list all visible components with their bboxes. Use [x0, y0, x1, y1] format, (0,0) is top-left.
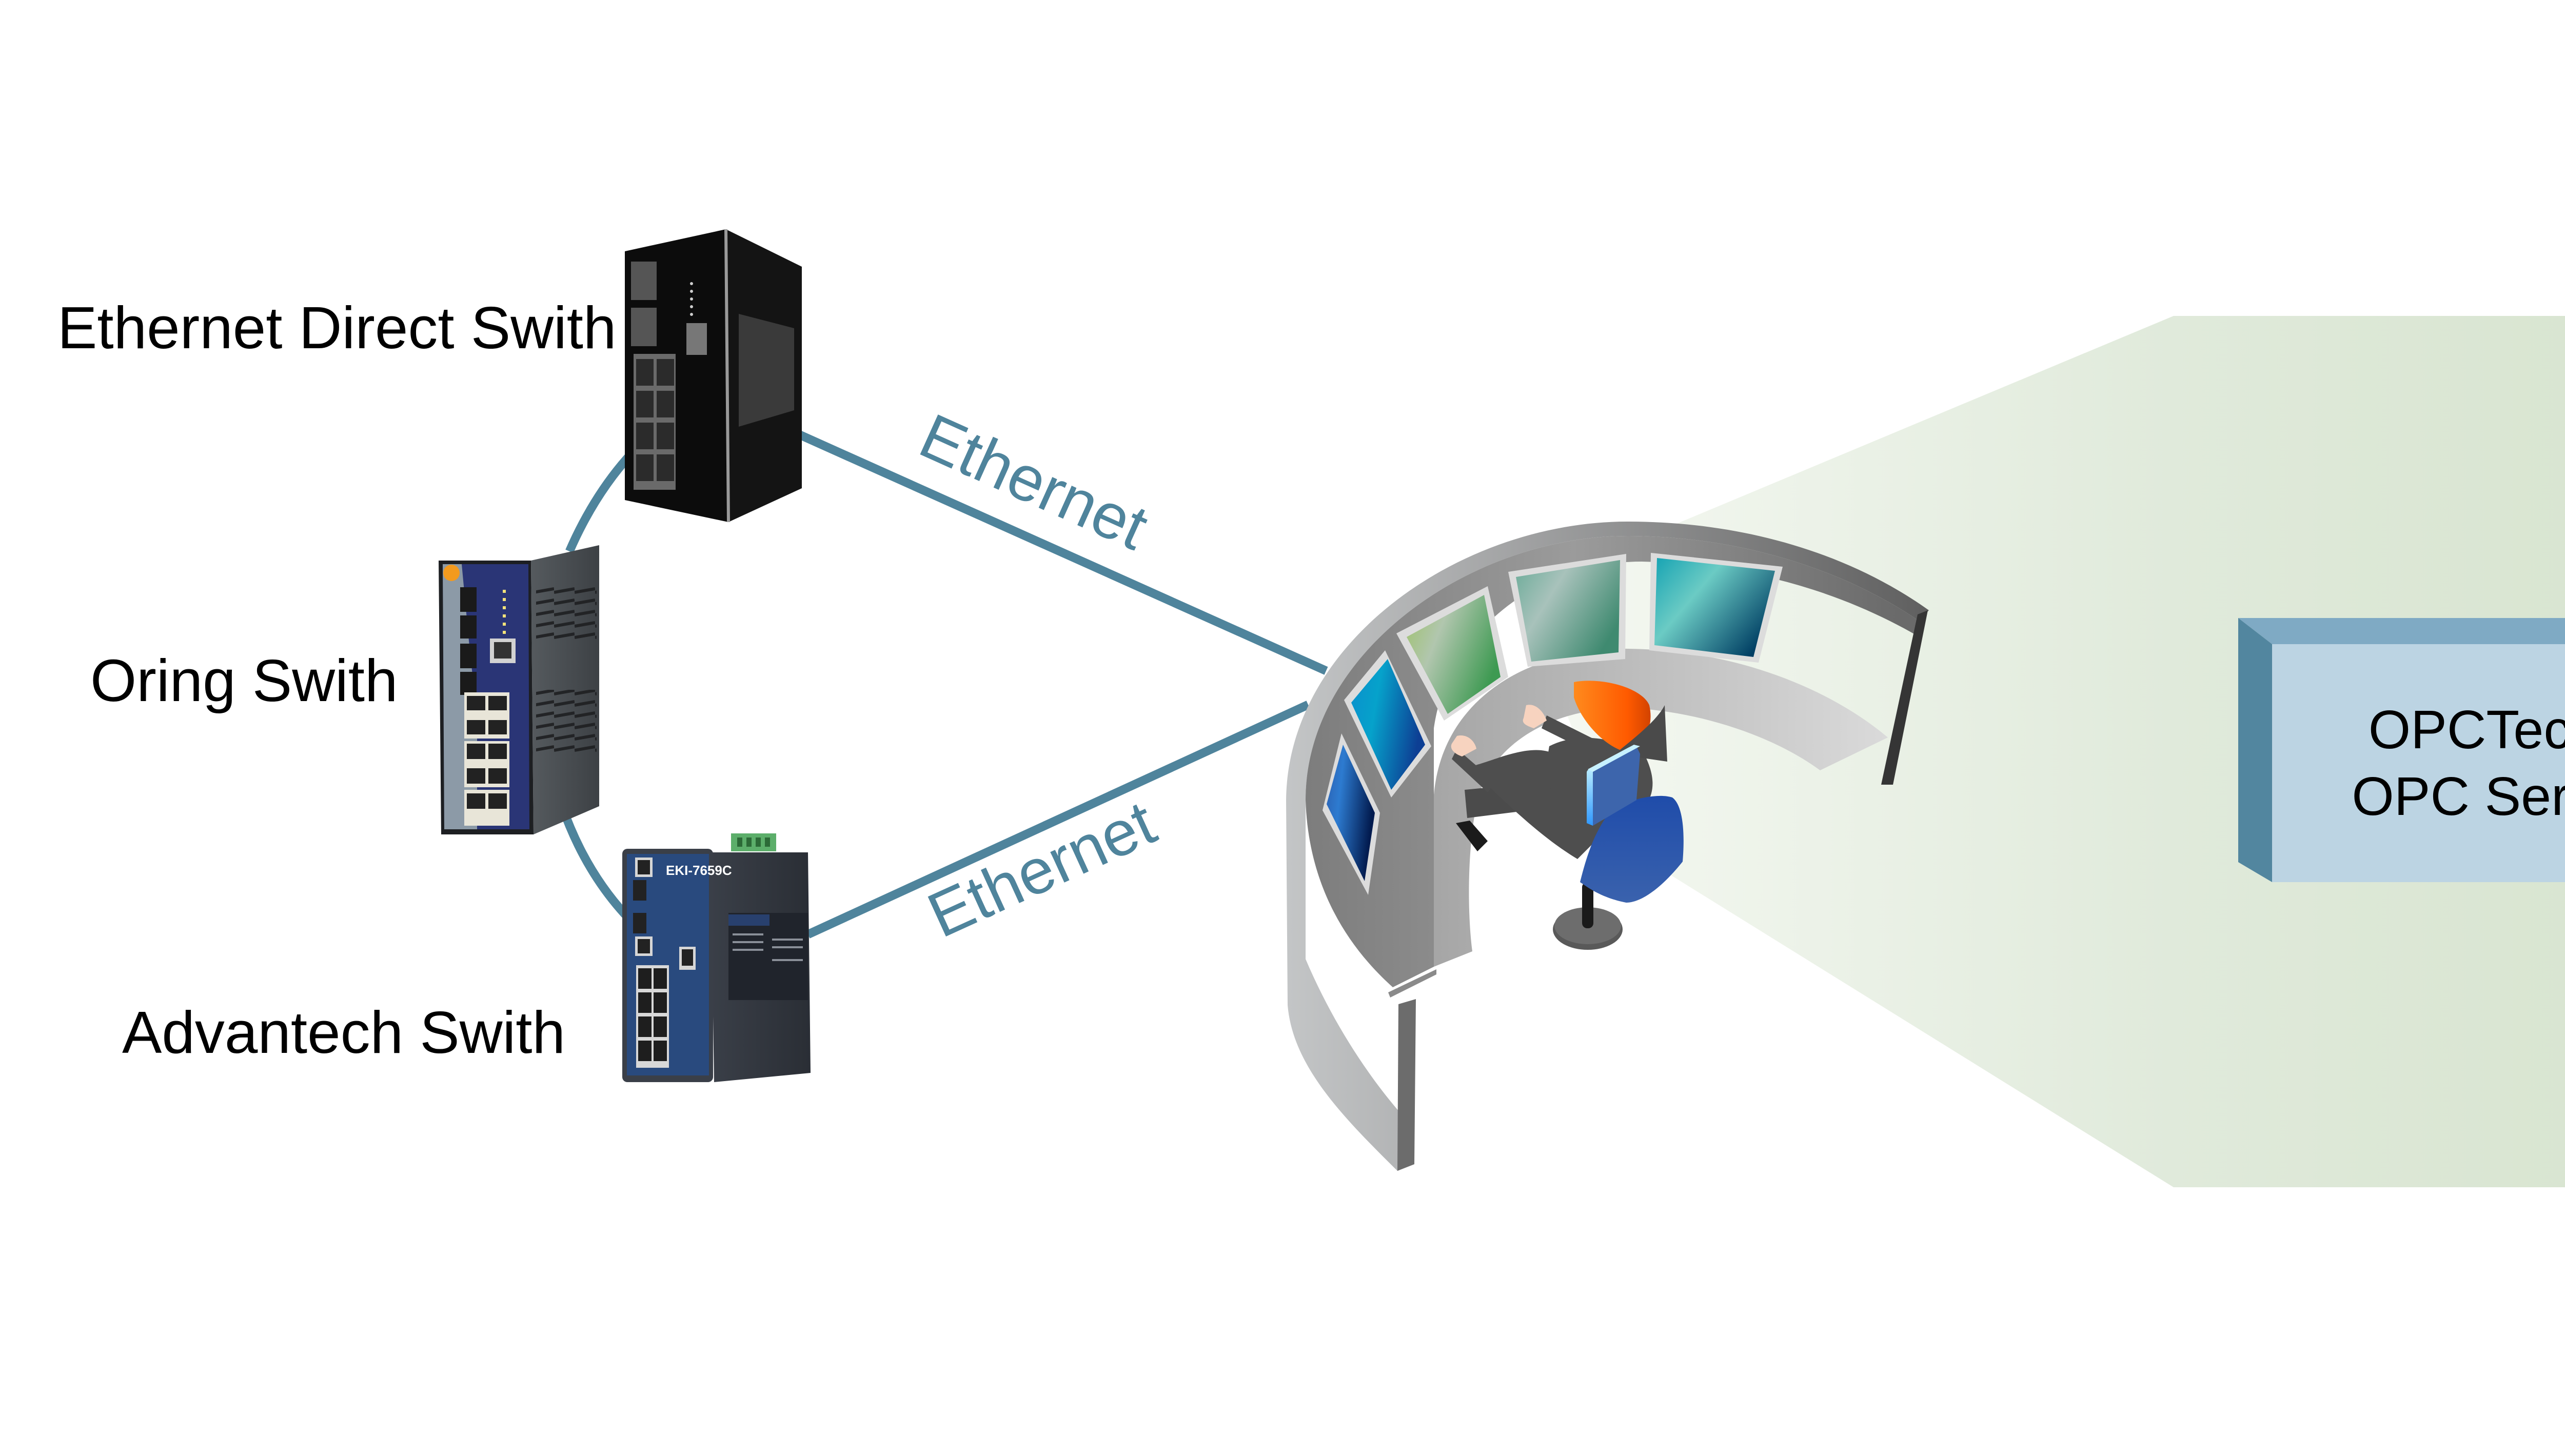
ethernet-link-lower — [806, 701, 1310, 939]
advantech-switch-icon: EKI-7659C — [622, 833, 811, 1082]
switch-label-oring: Oring Swith — [90, 647, 398, 714]
opc-server-box[interactable]: OPCTechs OPC Server — [2238, 618, 2565, 882]
switch-label-advantech: Advantech Swith — [122, 999, 565, 1066]
console-monitor — [1344, 650, 1431, 797]
control-room-console-icon — [1286, 522, 1929, 1171]
oring-switch-icon — [439, 545, 599, 834]
console-monitor — [1396, 586, 1508, 721]
ethernet-link-upper — [796, 430, 1328, 675]
switch-label-ethernet-direct: Ethernet Direct Swith — [57, 294, 617, 361]
console-monitor — [1323, 733, 1380, 895]
advantech-model-text: EKI-7659C — [666, 863, 732, 878]
ring-link-ethernet-direct-to-oring — [565, 448, 637, 553]
opc-panel-background — [1518, 316, 2565, 1187]
ethernet-direct-switch-icon — [625, 229, 802, 523]
ring-link-oring-to-advantech — [557, 804, 632, 921]
console-monitor — [1649, 553, 1783, 663]
opc-server-line2: OPC Server — [2352, 766, 2565, 827]
opc-server-line1: OPCTechs — [2369, 700, 2565, 760]
operator-icon — [1451, 681, 1684, 950]
console-monitor — [1508, 554, 1626, 667]
